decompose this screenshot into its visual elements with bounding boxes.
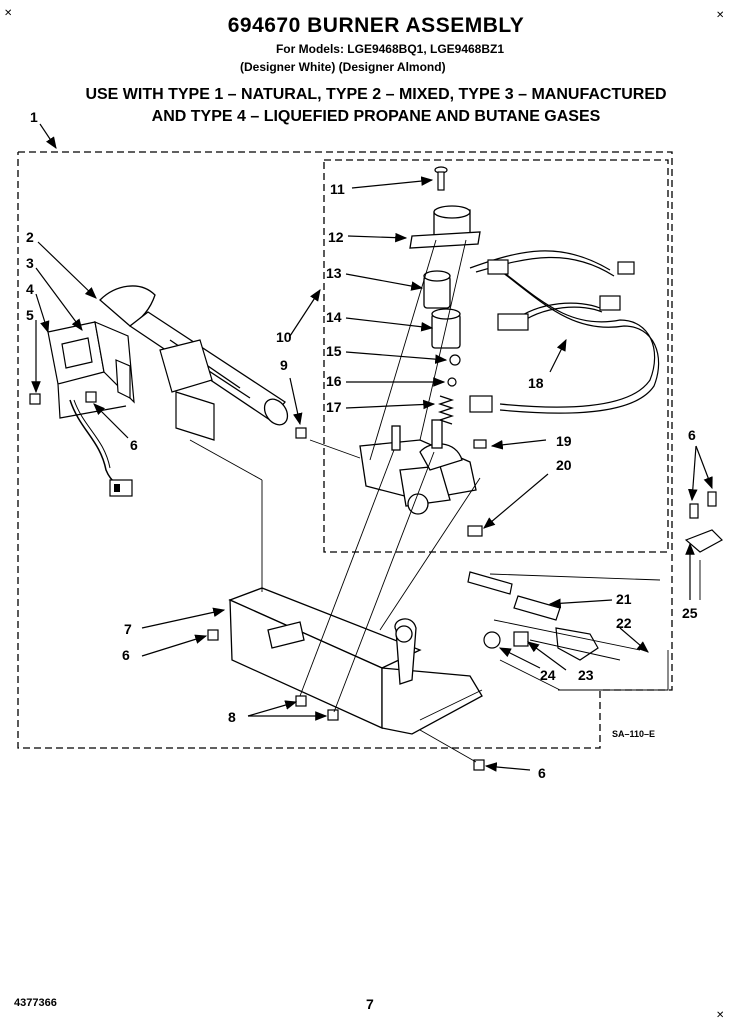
page-title: 694670 BURNER ASSEMBLY: [227, 14, 525, 37]
terminal: [473, 439, 487, 449]
igniter-plug: [109, 479, 133, 497]
callout-21: 21: [616, 591, 632, 607]
screw: [434, 166, 448, 191]
callout-24: 24: [540, 667, 556, 683]
callout-17: 17: [326, 399, 342, 415]
callout-3: 3: [26, 255, 34, 271]
valve-seat: [447, 377, 457, 387]
valve-group-boundary: [323, 159, 669, 553]
callout-6: 6: [122, 647, 130, 663]
ground-strap: [684, 491, 723, 553]
page-number: 7: [366, 996, 374, 1012]
callout-20: 20: [556, 457, 572, 473]
callout-4: 4: [26, 281, 34, 297]
callout-10: 10: [276, 329, 292, 345]
mounting-screws: [29, 391, 485, 771]
callout-11: 11: [330, 181, 345, 197]
callout-7: 7: [124, 621, 132, 637]
callout-8: 8: [228, 709, 236, 725]
model-numbers: For Models: LGE9468BQ1, LGE9468BZ1: [275, 42, 505, 56]
burner-bracket: [228, 587, 483, 735]
gas-types-line-1: USE WITH TYPE 1 – NATURAL, TYPE 2 – MIXE…: [85, 86, 667, 103]
callout-6: 6: [688, 427, 696, 443]
solenoid-coils: [409, 205, 481, 349]
heat-shield: [159, 339, 215, 441]
callout-23: 23: [578, 667, 594, 683]
harness-connectors: [469, 259, 635, 413]
registration-mark-top-left: ✕: [4, 8, 13, 19]
document-part-number: 4377366: [14, 997, 57, 1009]
registration-mark-top-right: ✕: [716, 10, 725, 21]
wiring-harness: [469, 250, 660, 414]
valve-cap: [449, 354, 461, 366]
callout-15: 15: [326, 343, 342, 359]
callout-25: 25: [682, 605, 698, 621]
callout-14: 14: [326, 309, 342, 325]
gas-types-line-2: AND TYPE 4 – LIQUEFIED PROPANE AND BUTAN…: [151, 108, 601, 125]
callout-18: 18: [528, 375, 544, 391]
callout-13: 13: [326, 265, 342, 281]
registration-mark-bottom-right: ✕: [716, 1010, 725, 1021]
pipe-fittings: [483, 627, 599, 661]
inlet-pipes: [467, 571, 561, 621]
callout-5: 5: [26, 307, 34, 323]
gas-valve-body: [359, 419, 477, 515]
callout-19: 19: [556, 433, 572, 449]
igniter-bracket: [47, 321, 135, 419]
callout-2: 2: [26, 229, 34, 245]
orifice: [467, 525, 483, 537]
valve-spring: [437, 395, 455, 425]
assembly-boundary: [17, 151, 673, 749]
model-variants: (Designer White) (Designer Almond): [240, 60, 446, 74]
callout-6: 6: [130, 437, 138, 453]
callout-12: 12: [328, 229, 344, 245]
callout-22: 22: [616, 615, 632, 631]
screw: [295, 427, 307, 439]
callout-6: 6: [538, 765, 546, 781]
callout-9: 9: [280, 357, 288, 373]
callout-1: 1: [30, 109, 38, 125]
drawing-code: SA–110–E: [612, 729, 656, 739]
callout-16: 16: [326, 373, 342, 389]
